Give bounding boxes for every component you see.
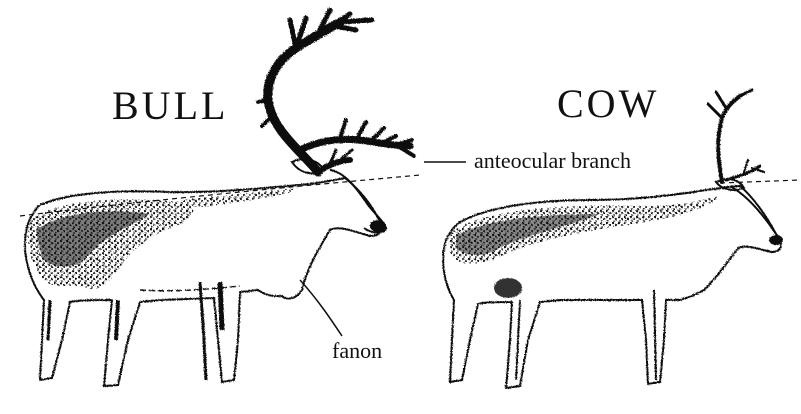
anteocular-branch-label: anteocular branch — [474, 150, 631, 172]
fanon-leader — [300, 280, 342, 336]
bull-reindeer — [25, 10, 414, 386]
cow-label: COW — [557, 84, 659, 124]
cow-reindeer — [443, 90, 783, 388]
bull-antlers — [258, 10, 414, 172]
cow-antlers — [708, 90, 764, 182]
fanon-label: fanon — [332, 340, 382, 362]
cow-head — [730, 186, 776, 234]
bull-label: BULL — [112, 86, 228, 126]
